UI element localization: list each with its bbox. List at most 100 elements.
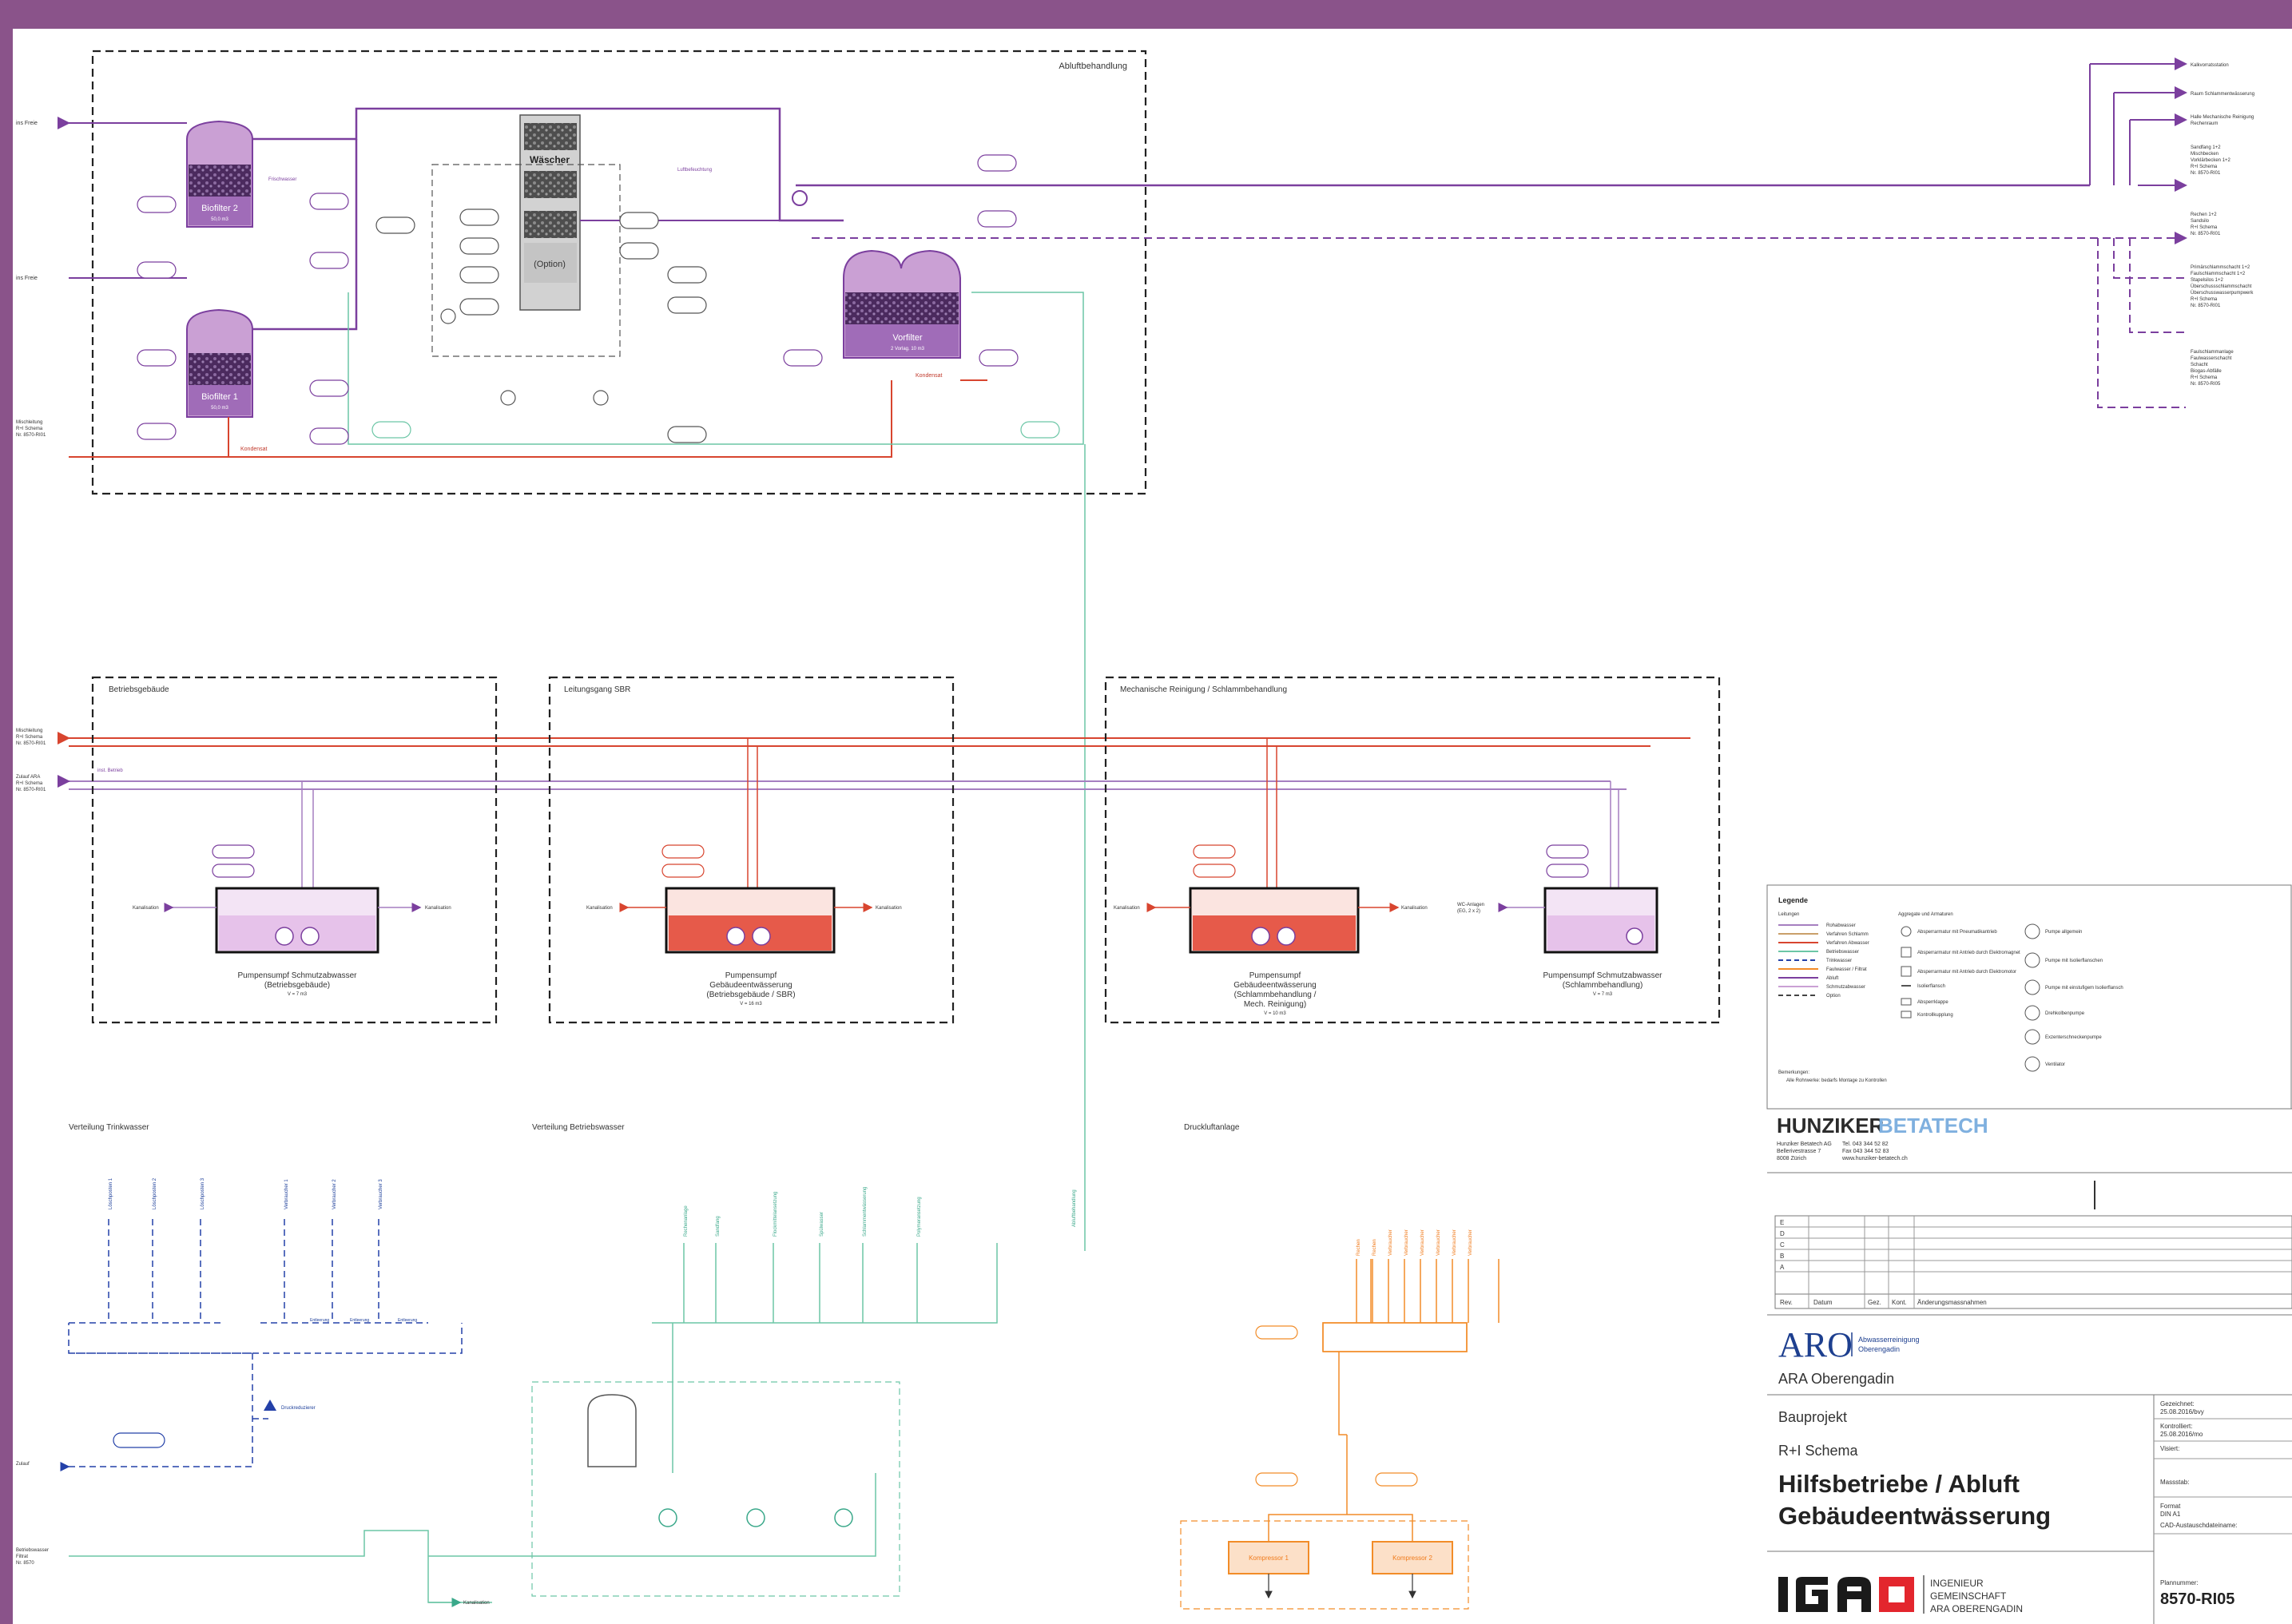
legend-col2-0: Absperrarmatur mit Pneumatikantrieb xyxy=(1917,930,1997,935)
luftbefeuchtung-label: Luftbefeuchtung xyxy=(677,168,712,173)
sump-2-name3: (Betriebsgebäude / SBR) xyxy=(706,991,795,999)
left-label-mischleitung: Mischleitung xyxy=(16,420,42,425)
druck-label-5: Verbraucher xyxy=(1436,1229,1441,1256)
right-label-16: Überschussschlammschacht xyxy=(2191,284,2252,289)
sumps-left-label-4: R+I Schema xyxy=(16,781,43,786)
legend-line-7: Schmutzabwasser xyxy=(1826,985,1865,990)
title-block: HUNZIKER BETATECH Hunziker Betatech AG B… xyxy=(1767,1108,2292,1624)
company-contact-2: www.hunziker-betatech.ch xyxy=(1841,1156,1908,1161)
legend-col2-symbols xyxy=(1901,926,1912,1018)
company-addr-0: Hunziker Betatech AG xyxy=(1777,1142,1832,1147)
sump-3-name1: Pumpensumpf xyxy=(1249,971,1301,980)
sumps-left-label-1: R+I Schema xyxy=(16,735,43,740)
kontrolliert-label: Kontrolliert: xyxy=(2160,1423,2192,1430)
sump-1-name1: Pumpensumpf Schmutzabwasser xyxy=(238,971,358,980)
legend-line-4: Trinkwasser xyxy=(1826,959,1852,963)
rev-head-datum: Datum xyxy=(1813,1299,1833,1306)
betriebs-label-1: Sandfang xyxy=(716,1216,721,1237)
right-label-14: Faulschlammschacht 1+2 xyxy=(2191,272,2246,276)
abluft-biofilter-feed xyxy=(252,139,358,331)
druck-label-6: Verbraucher xyxy=(1452,1229,1457,1256)
sump-1-name3: V = 7 m3 xyxy=(288,992,308,997)
right-label-13: Primärschlammschacht 1+2 xyxy=(2191,265,2250,270)
kondensat-label-1: Kondensat xyxy=(240,447,268,452)
sump-2-name4: V = 16 m3 xyxy=(740,1002,762,1007)
right-label-17: Überschusswasserpumpwerk xyxy=(2191,290,2254,296)
loeschposten-1: Löschposten 1 xyxy=(109,1177,113,1209)
verbraucher-2: Verbraucher 2 xyxy=(332,1179,337,1209)
betriebs-right-label: Abluftbehandlung xyxy=(1072,1189,1077,1227)
right-label-5: Mischbecken xyxy=(2191,152,2219,157)
right-label-12: Nr. 8570-RI01 xyxy=(2191,232,2221,236)
verbraucher-3: Verbraucher 3 xyxy=(379,1179,383,1209)
left-label-ins-freie-2: ins Freie xyxy=(16,276,38,281)
kanalisation-1b: Kanalisation xyxy=(425,906,451,911)
sump-3-name5: V = 10 m3 xyxy=(1264,1011,1286,1016)
right-label-24: R+I Schema xyxy=(2191,375,2218,380)
abluft-frame xyxy=(91,50,1147,495)
kanalisation-2a: Kanalisation xyxy=(586,906,613,911)
betriebs-label-2: Flockmittelansetzung xyxy=(773,1192,778,1237)
abluft-section: Abluftbehandlung ins Freie ins Freie Mis… xyxy=(16,50,2254,1251)
cad-label: CAD-Austauschdateiname: xyxy=(2160,1522,2238,1529)
druckluft-section: Druckluftanlage Kompressor 1 Kompressor … xyxy=(1180,1123,1500,1610)
sump-2-name1: Pumpensumpf xyxy=(725,971,777,980)
sump-3-name3: (Schlammbehandlung / xyxy=(1234,991,1317,999)
project-schema: R+I Schema xyxy=(1778,1443,1859,1459)
rev-head-rev: Rev. xyxy=(1780,1299,1793,1306)
rev-row-c: C xyxy=(1780,1241,1785,1249)
kompressor-1-label: Kompressor 1 xyxy=(1249,1555,1289,1562)
massstab-label: Massstab: xyxy=(2160,1479,2189,1486)
sumps-left-label-3: Zulauf ARA xyxy=(16,775,40,780)
client-logo-sub1: Abwasserreinigung xyxy=(1858,1336,1920,1344)
legend-line-3: Betriebswasser xyxy=(1826,950,1859,955)
druckreduzierer: Druckreduzierer xyxy=(281,1406,316,1411)
sump-4-name3: V = 7 m3 xyxy=(1593,992,1613,997)
entleerung-3: Entleerung xyxy=(398,1318,417,1323)
kompressor-2-label: Kompressor 2 xyxy=(1392,1555,1432,1562)
right-label-19: Nr. 8570-RI01 xyxy=(2191,304,2221,308)
company-addr-1: Bellerivestrasse 7 xyxy=(1777,1149,1821,1154)
betriebswasser-section: Verteilung Betriebswasser Betriebswasser… xyxy=(16,1123,1077,1607)
legend-lines xyxy=(1778,924,1818,996)
sumps-left-label-0: Mischleitung xyxy=(16,729,42,733)
gezeichnet-value: 25.08.2016/bvy xyxy=(2160,1408,2204,1416)
zulauf-betriebswasser-0: Betriebswasser xyxy=(16,1548,49,1553)
vorfilter: Vorfilter 2 Vorlag. 10 m3 xyxy=(843,249,961,359)
legend-col2-1: Absperrarmatur mit Antrieb durch Elektro… xyxy=(1917,951,2020,955)
legend-line-2: Verfahren Abwasser xyxy=(1826,941,1869,946)
betriebs-label-3: Spülwasser xyxy=(820,1212,824,1237)
abluft-title: Abluftbehandlung xyxy=(1059,62,1127,71)
frischwasser-line xyxy=(348,292,1086,1251)
right-label-21: Faulwasserschacht xyxy=(2191,356,2232,361)
legend-col3-3: Drehkolbenpumpe xyxy=(2045,1011,2085,1016)
loeschposten-2: Löschposten 2 xyxy=(153,1177,157,1209)
legend-col2-4: Absperrklappe xyxy=(1917,1000,1948,1005)
bemerkungen-text: Alle Rohrwerke: bedarfs Montage zu Kontr… xyxy=(1786,1078,1887,1083)
inst-betrieb-label: inst. Betrieb xyxy=(97,768,123,773)
right-label-11: R+I Schema xyxy=(2191,225,2218,230)
betriebs-label-0: Rechenanlage xyxy=(684,1205,689,1237)
leitungsgang-title: Leitungsgang SBR xyxy=(564,685,630,694)
right-label-15: Stapelsilos 1+2 xyxy=(2191,278,2224,283)
betriebswasser-title: Verteilung Betriebswasser xyxy=(532,1123,625,1132)
biofilter-1-sub: 50,0 m3 xyxy=(211,406,228,411)
gezeichnet-label: Gezeichnet: xyxy=(2160,1400,2195,1408)
loeschposten-3: Löschposten 3 xyxy=(201,1177,205,1209)
legend-col3-symbols xyxy=(2024,923,2040,1072)
waescher-tower: Wäscher (Option) xyxy=(431,114,621,357)
abluft-main-duct xyxy=(252,107,781,173)
right-label-18: R+I Schema xyxy=(2191,297,2218,302)
legend-line-5: Faulwasser / Filtrat xyxy=(1826,967,1867,972)
rev-head-kont: Kont. xyxy=(1892,1299,1907,1306)
betriebs-label-5: Polymeransetzung xyxy=(917,1197,922,1237)
biofilter-2-title: Biofilter 2 xyxy=(201,204,238,213)
right-label-1: Raum Schlammentwässerung xyxy=(2191,92,2254,97)
right-label-3: Rechenraum xyxy=(2191,121,2218,126)
vorfilter-sub: 2 Vorlag. 10 m3 xyxy=(891,347,925,351)
igao-line-2: GEMEINSCHAFT xyxy=(1930,1590,2007,1602)
right-label-23: Biogas-Abfälle xyxy=(2191,369,2222,374)
right-label-20: Faulschlammanlage xyxy=(2191,350,2234,355)
plannummer-value: 8570-RI05 xyxy=(2160,1590,2234,1608)
right-label-10: Sandsilo xyxy=(2191,219,2210,224)
